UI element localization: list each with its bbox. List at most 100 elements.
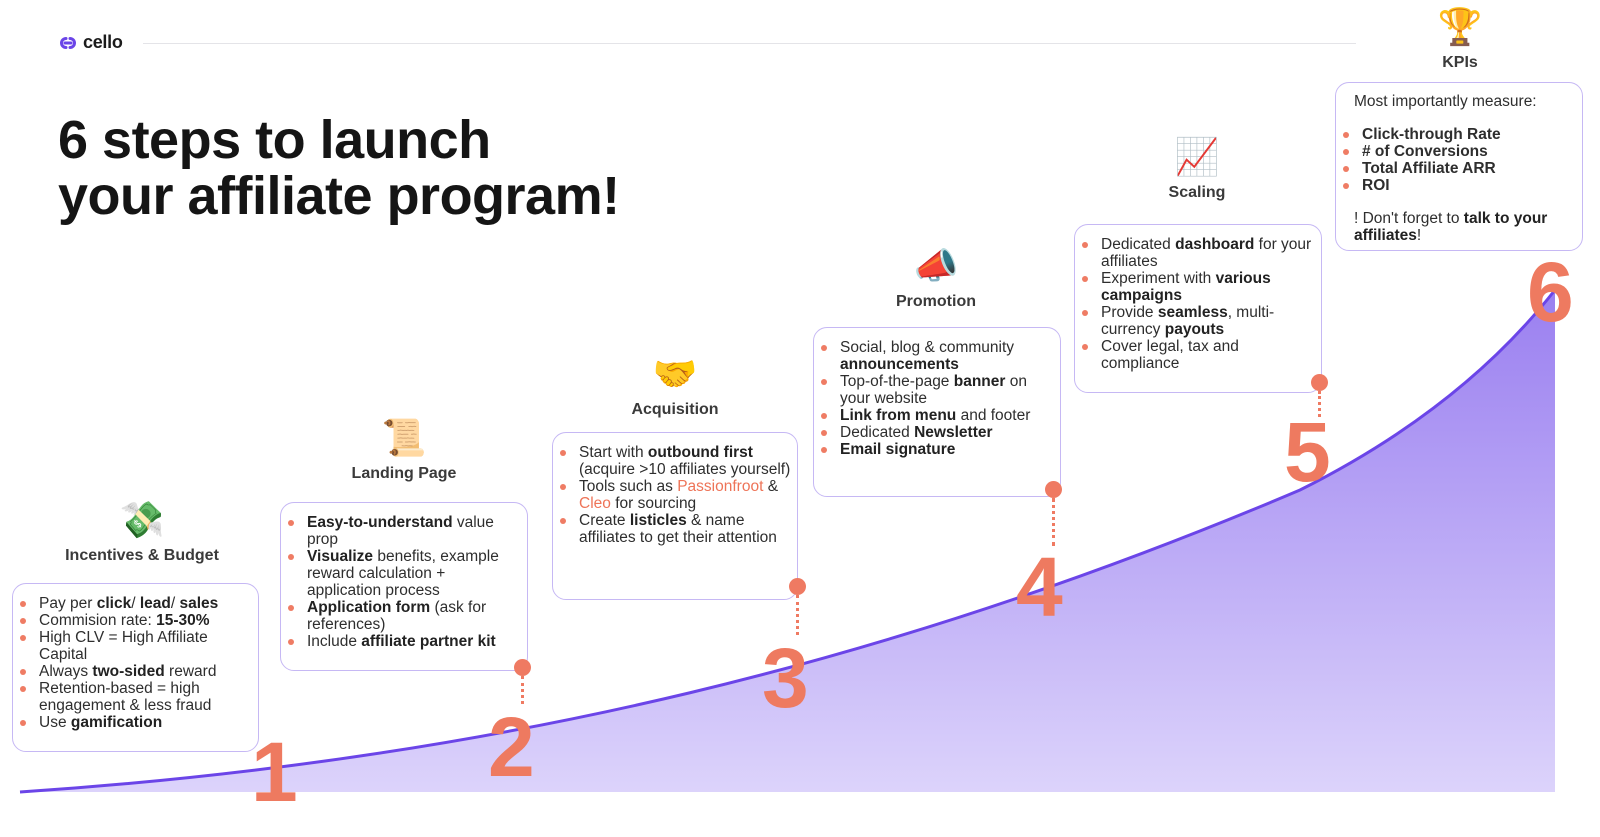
step-4-header: 📣 Promotion [896, 245, 976, 311]
bullet-text: , multi-currency [1101, 304, 1275, 338]
bullet-text: ! Don't forget to [1354, 210, 1464, 227]
emphasis-text: gamification [70, 714, 163, 731]
bullet-item: # of Conversions [1343, 143, 1576, 160]
bullet-text: (ask for references) [307, 599, 487, 633]
step-3-marker-dot [789, 578, 806, 595]
bullet-item: Tools such as Passionfroot & Cleo for so… [560, 478, 791, 512]
step-5-marker-stem [1318, 391, 1321, 417]
bullet-text: Retention-based = high engagement & less… [39, 680, 212, 714]
bullet-text: & name affiliates to get their attention [579, 512, 777, 546]
emphasis-text: payouts [1164, 321, 1225, 338]
cello-logo-icon [60, 36, 76, 49]
step-2-number: 2 [488, 700, 535, 794]
emphasis-text: lead [139, 595, 171, 612]
step-1-number: 1 [251, 725, 298, 819]
header-divider [143, 43, 1356, 44]
step-4-marker-dot [1045, 481, 1062, 498]
bullet-text: Include [307, 633, 362, 650]
step-1-title: Incentives & Budget [65, 547, 219, 564]
step-2-marker-stem [521, 676, 524, 704]
bullet-text: Experiment with [1101, 270, 1216, 287]
step-2-marker-dot [514, 659, 531, 676]
emphasis-text: Easy-to-understand [307, 514, 453, 531]
step-5-number: 5 [1284, 405, 1331, 499]
bullet-item: Easy-to-understand value prop [288, 514, 521, 548]
bullet-item: Retention-based = high engagement & less… [20, 680, 252, 714]
bullet-text: Use [39, 714, 71, 731]
brand-name: cello [83, 32, 123, 52]
bullet-item: High CLV = High Affiliate Capital [20, 629, 252, 663]
bullet-text: for your affiliates [1101, 236, 1312, 270]
step-3-title: Acquisition [631, 401, 719, 418]
bullet-text: Start with [579, 444, 648, 461]
title-line-2: your affiliate program! [58, 166, 620, 226]
step-1-header: 💸 Incentives & Budget [65, 499, 219, 565]
bullet-item: Pay per click/ lead/ sales [20, 595, 252, 612]
emphasis-text: talk to your affiliates [1354, 210, 1548, 244]
bullet-item: Dedicated Newsletter [821, 424, 1054, 441]
bullet-item: Click-through Rate [1343, 126, 1576, 143]
title-line-1: 6 steps to launch [58, 110, 491, 170]
bullet-item: Commision rate: 15-30% [20, 612, 252, 629]
bullet-item: Total Affiliate ARR [1343, 160, 1576, 177]
bullet-text: Click-through Rate [1362, 126, 1501, 143]
bullet-item: Social, blog & community announcements [821, 339, 1054, 373]
step-4-marker-stem [1052, 498, 1055, 546]
emphasis-text: sales [179, 595, 219, 612]
bullet-text: benefits, example reward calculation + a… [307, 548, 499, 599]
bullet-item: Start with outbound first (acquire >10 a… [560, 444, 791, 478]
bullet-text: Create [579, 512, 630, 529]
bullet-text: / [131, 595, 140, 612]
trophy-icon: 🏆 [1437, 6, 1483, 47]
bullet-text: Provide [1101, 304, 1158, 321]
bullet-text: ROI [1362, 177, 1390, 194]
emphasis-text: banner [953, 373, 1006, 390]
step-5-header: 📈 Scaling [1169, 136, 1226, 202]
bullet-item: Visualize benefits, example reward calcu… [288, 548, 521, 599]
bullet-text: value prop [307, 514, 494, 548]
emphasis-text: Application form [307, 599, 431, 616]
step-3-box: Start with outbound first (acquire >10 a… [552, 432, 798, 600]
growth-curve-line [19, 289, 1557, 794]
step-3-marker-stem [796, 595, 799, 635]
tool-name: Cleo [579, 495, 611, 512]
bullet-text: Dedicated [840, 424, 915, 441]
bullet-item: Include affiliate partner kit [288, 633, 521, 650]
handshake-icon: 🤝 [652, 353, 698, 394]
step-3-header: 🤝 Acquisition [631, 353, 718, 419]
step-5-marker-dot [1311, 374, 1328, 391]
step-5-title: Scaling [1168, 184, 1226, 201]
step-6-box: Most importantly measure: Click-through … [1335, 82, 1583, 251]
bullet-text: for sourcing [610, 495, 697, 512]
bullet-text: on your website [840, 373, 1027, 407]
emphasis-text: Email signature [840, 441, 956, 458]
page-title: 6 steps to launch your affiliate program… [58, 112, 620, 224]
bullet-text: Dedicated [1101, 236, 1176, 253]
emphasis-text: Newsletter [914, 424, 993, 441]
bullet-item: Always two-sided reward [20, 663, 252, 680]
bullet-text: & [763, 478, 779, 495]
bullet-text: # of Conversions [1362, 143, 1488, 160]
emphasis-text: click [96, 595, 132, 612]
emphasis-text: listicles [629, 512, 687, 529]
bullet-item: Provide seamless, multi-currency payouts [1082, 304, 1315, 338]
bullet-text: Always [39, 663, 93, 680]
emphasis-text: two-sided [92, 663, 165, 680]
bullet-text: Top-of-the-page [840, 373, 954, 390]
bullet-text: Pay per [39, 595, 97, 612]
emphasis-text: outbound first [647, 444, 753, 461]
cello-logo: cello [58, 32, 123, 53]
step-3-number: 3 [762, 631, 809, 725]
step-6-title: KPIs [1442, 54, 1478, 71]
bullet-text: reward [164, 663, 217, 680]
bullet-item: Cover legal, tax and compliance [1082, 338, 1315, 372]
bullet-text: Social, blog & community [840, 339, 1015, 356]
emphasis-text: Link from menu [840, 407, 957, 424]
